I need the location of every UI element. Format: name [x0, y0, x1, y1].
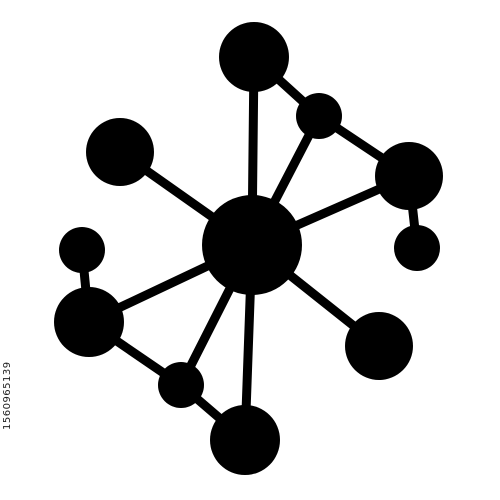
node-center	[202, 195, 302, 295]
node-left	[54, 287, 124, 357]
node-bottom	[210, 405, 280, 475]
node-upper-left	[86, 118, 154, 186]
node-right-small	[394, 225, 440, 271]
node-upper-right-small	[296, 93, 342, 139]
stock-id-watermark: 1560965139	[2, 361, 13, 430]
node-left-small	[59, 227, 105, 273]
node-top	[219, 22, 289, 92]
node-right	[375, 142, 443, 210]
node-lower-small	[158, 362, 204, 408]
nodes	[54, 22, 443, 475]
node-lower-right	[345, 312, 413, 380]
